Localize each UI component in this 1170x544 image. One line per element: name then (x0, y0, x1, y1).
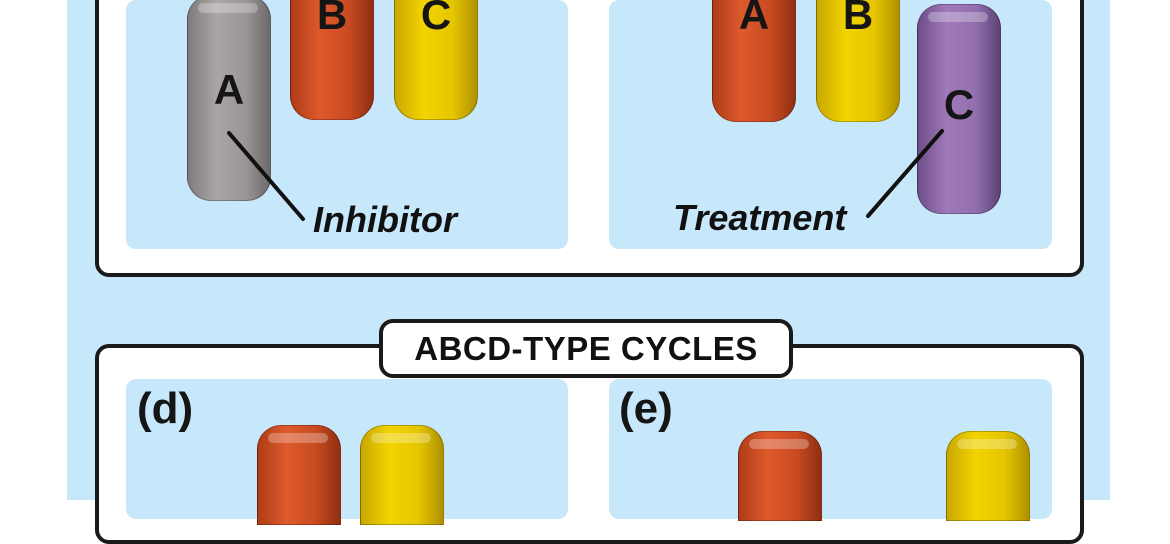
inhibitor-label: Inhibitor (313, 199, 457, 240)
section-title: ABCD-TYPE CYCLES (379, 319, 793, 378)
pill-letter: B (842, 0, 874, 38)
treatment-leader (866, 129, 944, 218)
pill-b-red: B (290, 0, 374, 120)
pill-letter: B (316, 0, 348, 38)
pill-letter: A (213, 66, 245, 113)
pill-letter: C (943, 81, 975, 128)
pill-letter: A (738, 0, 770, 38)
pill-yellow-d (360, 425, 444, 525)
inhibitor-leader (227, 131, 305, 221)
leader-lines (227, 129, 944, 221)
pill-a-red: A (712, 0, 796, 122)
pill-b-yellow: B (816, 0, 900, 122)
pill-c-yellow: C (394, 0, 478, 120)
pill-c-purple: C (917, 4, 1001, 214)
bottom-left-panel (126, 379, 568, 519)
treatment-label: Treatment (673, 197, 847, 238)
panel-label-d: (d) (137, 384, 194, 433)
pill-yellow-e (946, 431, 1030, 521)
pill-red-d (257, 425, 341, 525)
pill-letter: C (420, 0, 452, 38)
pill-red-e (738, 431, 822, 521)
panel-label-e: (e) (619, 384, 673, 433)
